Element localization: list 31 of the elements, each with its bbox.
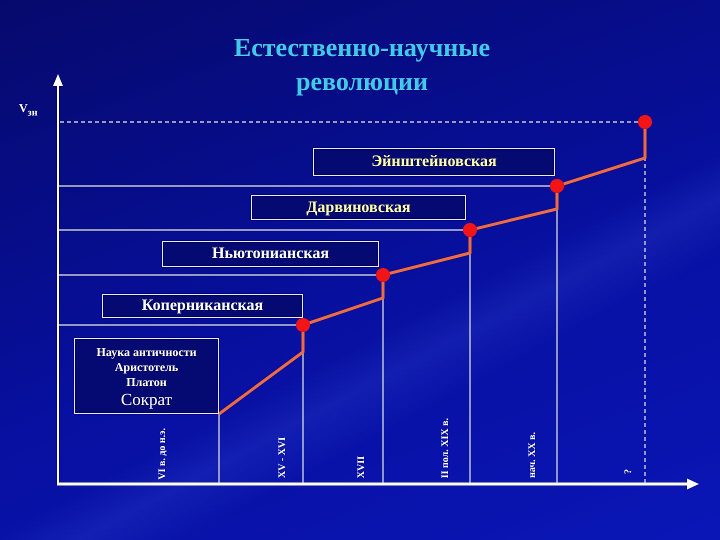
box-heading: Наука античности xyxy=(96,345,196,360)
milestone-dot xyxy=(296,318,310,332)
revolution-box xyxy=(162,241,379,267)
person-name: Сократ xyxy=(120,390,172,410)
period-label: XVII xyxy=(356,456,368,478)
title: Естественно-научные революции xyxy=(232,32,492,98)
connector-line xyxy=(476,193,558,230)
era-box xyxy=(74,338,219,414)
axis-label: V$_{зн}$ xyxy=(19,101,38,118)
person-name: Аристотель xyxy=(114,360,178,375)
period-label: VI в. до н.э. xyxy=(157,428,169,480)
revolution-box xyxy=(251,195,466,220)
period-label: II пол. XIX в. xyxy=(440,418,452,478)
connector-line xyxy=(309,282,384,324)
revolution-box xyxy=(102,294,303,318)
milestone-dot xyxy=(376,268,390,282)
period-label: нач. XX в. xyxy=(527,432,539,478)
period-label: ? xyxy=(623,469,635,474)
period-label: XV - XVI xyxy=(277,437,289,478)
revolution-label: Ньютонианская xyxy=(212,245,329,263)
milestone-dot xyxy=(638,115,652,129)
milestone-dot xyxy=(463,223,477,237)
revolution-label: Коперниканская xyxy=(142,297,264,315)
milestone-dot xyxy=(550,179,564,193)
connector-line xyxy=(563,129,646,186)
person-name: Платон xyxy=(126,375,167,390)
revolution-label: Эйнштейновская xyxy=(371,153,497,171)
revolution-label: Дарвиновская xyxy=(306,198,411,216)
connector-line xyxy=(218,332,304,416)
revolution-box xyxy=(313,148,555,176)
connector-line xyxy=(389,237,472,275)
